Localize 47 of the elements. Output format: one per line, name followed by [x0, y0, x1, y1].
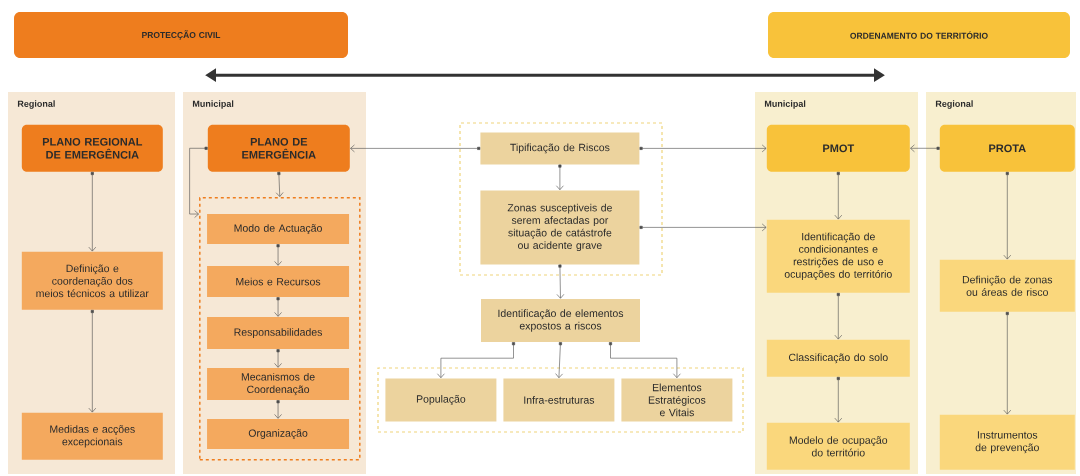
arrow [350, 144, 481, 153]
arrow [274, 297, 282, 317]
arrow [274, 400, 282, 419]
arrow [556, 164, 564, 191]
process-box: Modelo de ocupação do território [766, 422, 910, 470]
process-box: Meios e Recursos [207, 266, 350, 298]
process-box: Definição de zonas ou áreas de risco [939, 259, 1075, 312]
arrow [609, 342, 681, 379]
arrow [88, 172, 97, 252]
process-box: Mecanismos de Coordenação [207, 368, 350, 401]
process-box: Elementos Estratégicos e Vitais [621, 378, 733, 422]
arrow [437, 342, 515, 379]
plan-box: PLANO DE EMERGÊNCIA [207, 124, 350, 172]
arrow [834, 293, 843, 340]
arrow [275, 171, 284, 197]
process-box: Instrumentos de prevenção [939, 414, 1075, 470]
process-box: Classificação do solo [766, 339, 910, 377]
arrow [1003, 172, 1012, 260]
plan-box: PMOT [766, 124, 910, 172]
arrow [1003, 312, 1012, 415]
header-box: PROTECÇÃO CIVIL [14, 12, 348, 58]
process-box: Responsabilidades [207, 317, 350, 350]
arrow [910, 144, 940, 153]
arrow [639, 223, 767, 232]
arrow [834, 172, 843, 220]
dashed-group [199, 197, 361, 461]
process-box: Infra-estruturas [503, 378, 615, 422]
process-box: Definição e coordenação dos meios técnicos a utilizar [21, 251, 163, 310]
header-box: ORDENAMENTO DO TERRITÓRIO [768, 12, 1070, 58]
process-box: Tipificação de Riscos [480, 132, 640, 165]
arrow [274, 349, 282, 368]
arrow [834, 377, 843, 423]
arrow [556, 264, 565, 299]
process-box: População [385, 378, 497, 422]
plan-box: PLANO REGIONAL DE EMERGÊNCIA [21, 124, 163, 172]
process-box: Medidas e acções excepcionais [21, 412, 163, 460]
process-box: Identificação de elementos expostos a riscos [481, 299, 640, 342]
arrow [274, 244, 282, 266]
arrow [639, 144, 767, 153]
process-box: Zonas susceptiveis de serem afectadas por situação de catástrofe ou acidente grave [480, 190, 640, 265]
arrow [88, 310, 97, 413]
process-box: Identificação de condicionantes e restrições de uso e ocupações do território [766, 219, 910, 293]
process-box: Organização [207, 419, 350, 450]
process-box: Modo de Actuação [207, 214, 350, 245]
arrow [555, 342, 563, 379]
plan-box: PROTA [939, 124, 1075, 172]
arrow [189, 146, 208, 218]
